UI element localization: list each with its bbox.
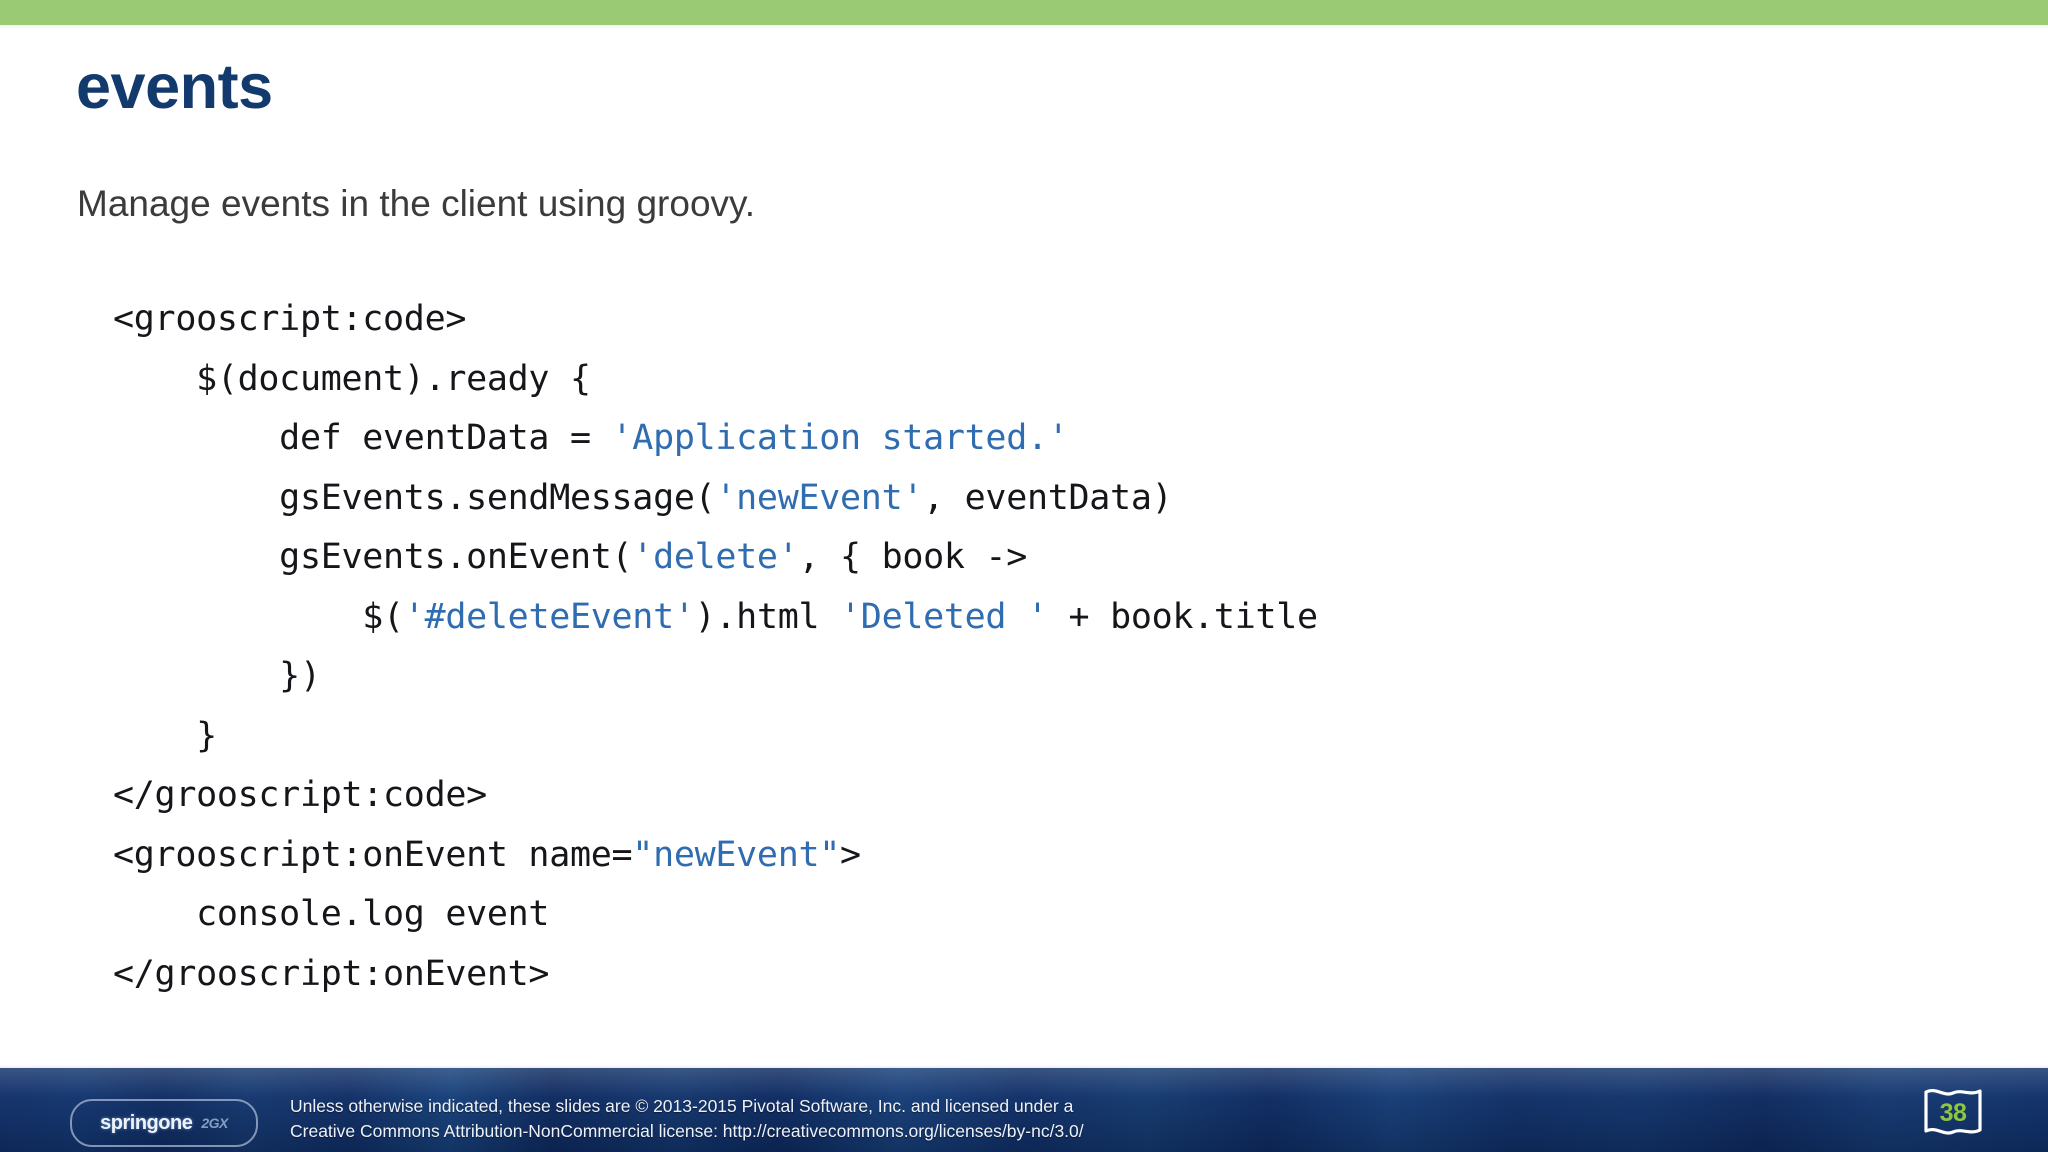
- slide-number-badge: 38: [1920, 1086, 1986, 1140]
- code-line: </grooscript:onEvent>: [113, 945, 1318, 1005]
- code-line: }: [113, 707, 1318, 767]
- code-text: </grooscript:code>: [113, 775, 487, 815]
- code-line: def eventData = 'Application started.': [113, 409, 1318, 469]
- code-string-literal: 'newEvent': [715, 477, 924, 518]
- slide-subtitle: Manage events in the client using groovy…: [77, 183, 756, 224]
- code-line: console.log event: [113, 885, 1318, 945]
- code-text: gsEvents.onEvent(: [113, 537, 633, 577]
- code-text: >: [840, 834, 861, 875]
- top-accent-bar-shadow: [0, 25, 2048, 30]
- code-text: , eventData): [923, 477, 1173, 518]
- copyright-notice: Unless otherwise indicated, these slides…: [290, 1094, 1084, 1144]
- code-text: $(: [113, 596, 404, 637]
- code-text: </grooscript:onEvent>: [113, 953, 550, 994]
- springone-logo-wordmark: springone: [100, 1111, 193, 1134]
- code-text: gsEvents.sendMessage(: [113, 477, 716, 518]
- code-string-literal: 'delete': [632, 537, 799, 577]
- code-line: gsEvents.sendMessage('newEvent', eventDa…: [113, 469, 1318, 529]
- code-text: }): [113, 656, 321, 696]
- code-text: , { book ->: [798, 537, 1027, 577]
- springone-logo: springone 2GX: [70, 1099, 258, 1147]
- page-title: events: [76, 52, 273, 122]
- code-line: <grooscript:onEvent name="newEvent">: [113, 826, 1318, 886]
- code-text: def eventData =: [113, 418, 612, 458]
- code-text: $(document).ready {: [113, 358, 591, 399]
- slide-footer: [0, 1068, 2048, 1152]
- code-snippet: <grooscript:code> $(document).ready { de…: [113, 290, 1318, 1004]
- code-line: $(document).ready {: [113, 350, 1318, 410]
- code-string-literal: '#deleteEvent': [403, 596, 695, 637]
- code-line: }): [113, 647, 1318, 707]
- slide-number-value: 38: [1939, 1098, 1967, 1127]
- code-string-literal: 'Application started.': [611, 418, 1069, 458]
- banner-flag-icon: [1924, 1089, 1982, 1135]
- code-text: }: [113, 715, 217, 756]
- copyright-line-2: Creative Commons Attribution-NonCommerci…: [290, 1121, 1084, 1141]
- top-accent-bar: [0, 0, 2048, 25]
- springone-logo-suffix: 2GX: [201, 1115, 228, 1131]
- code-line: <grooscript:code>: [113, 290, 1318, 350]
- code-string-literal: "newEvent": [632, 834, 841, 875]
- code-text: + book.title: [1047, 596, 1319, 637]
- footer-divider: [0, 1065, 2048, 1068]
- code-line: gsEvents.onEvent('delete', { book ->: [113, 528, 1318, 588]
- code-line: </grooscript:code>: [113, 766, 1318, 826]
- code-line: $('#deleteEvent').html 'Deleted ' + book…: [113, 588, 1318, 648]
- code-text: console.log event: [113, 894, 550, 934]
- code-string-literal: 'Deleted ': [840, 596, 1048, 637]
- code-text: <grooscript:code>: [113, 299, 467, 339]
- copyright-line-1: Unless otherwise indicated, these slides…: [290, 1096, 1074, 1116]
- code-text: <grooscript:onEvent name=: [113, 834, 633, 875]
- code-text: ).html: [694, 596, 841, 637]
